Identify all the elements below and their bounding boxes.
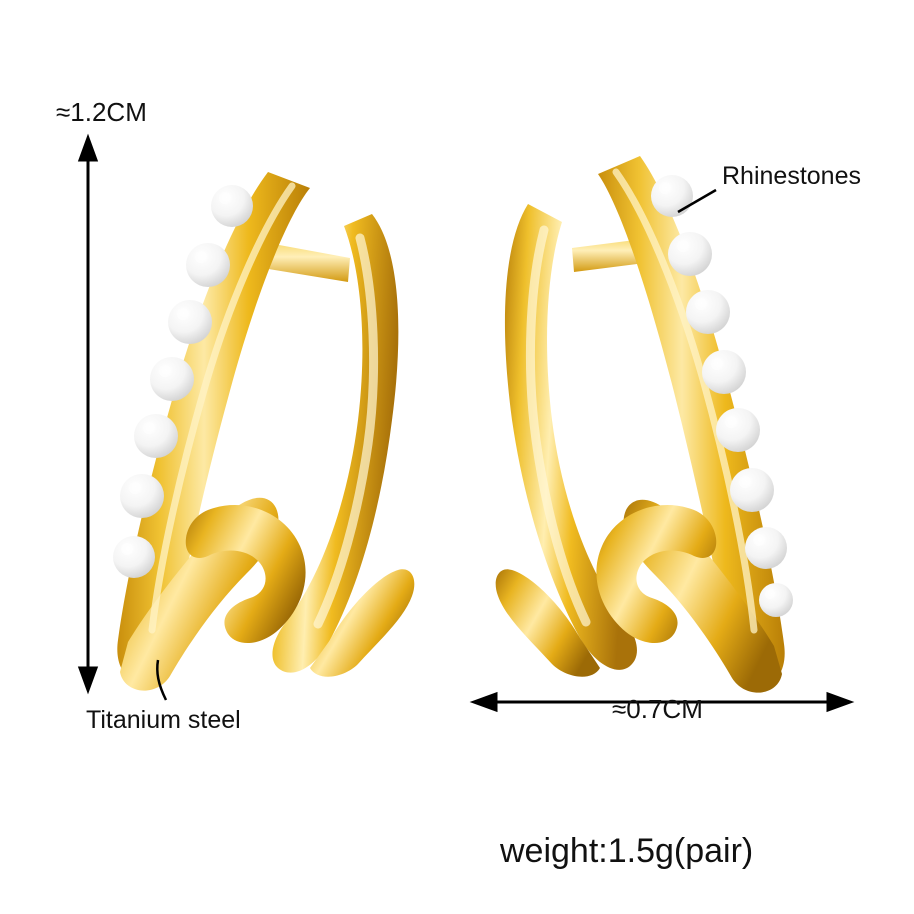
width-measurement-label: ≈0.7CM (612, 694, 703, 724)
left-earring (113, 172, 415, 691)
right-earring (495, 156, 793, 693)
rhinestones-callout-label: Rhinestones (722, 162, 861, 190)
height-measurement-label: ≈1.2CM (56, 97, 147, 127)
left-earring-stones (113, 185, 253, 578)
titanium-steel-callout-label: Titanium steel (86, 706, 241, 734)
right-earring-stones (651, 175, 793, 617)
weight-label: weight:1.5g(pair) (500, 832, 754, 870)
